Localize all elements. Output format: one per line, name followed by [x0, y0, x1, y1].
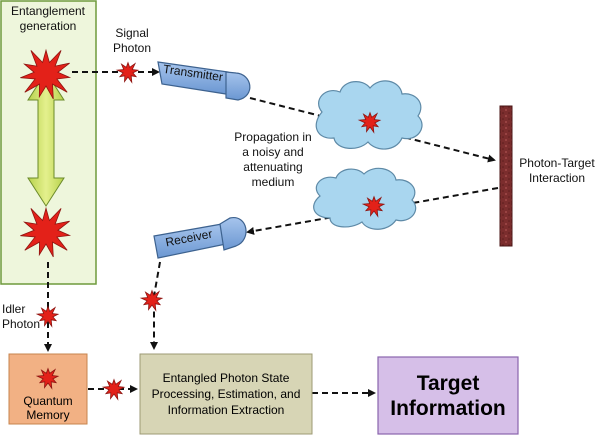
signal-photon-label: Signal Photon: [112, 26, 152, 55]
photon-burst-icon: [35, 367, 60, 390]
processing-text: Entangled Photon State Processing, Estim…: [151, 371, 301, 417]
photon-burst-icon: [20, 206, 72, 258]
photon-burst-icon: [20, 48, 72, 100]
photon-burst-icon: [101, 378, 126, 401]
idler-photon-label: Idler Photon: [2, 302, 41, 331]
photon-burst-icon: [115, 61, 140, 84]
target-information-text: Target Information: [390, 371, 506, 420]
double-arrow-icon: [27, 71, 65, 207]
propagation-label: Propagation in a noisy and attenuating m…: [234, 130, 312, 189]
photon-target-interaction-label: Photon-Target Interaction: [519, 156, 595, 185]
entanglement-generation-label: Entanglement generation: [10, 4, 86, 33]
receiver: [153, 217, 247, 259]
processing-box: [139, 353, 313, 435]
transmitter: [157, 61, 251, 101]
photon-burst-icon: [357, 111, 382, 134]
cloud-icon: [313, 167, 417, 230]
photon-burst-icon: [139, 289, 164, 312]
quantum-memory-box: [8, 353, 88, 425]
target-bar: [499, 105, 513, 247]
target-info-box: [377, 356, 519, 435]
photon-burst-icon: [361, 195, 386, 218]
return-beam: [246, 187, 499, 235]
photon-burst-icon: [35, 305, 60, 328]
quantum-memory-text: Quantum Memory: [23, 394, 73, 422]
